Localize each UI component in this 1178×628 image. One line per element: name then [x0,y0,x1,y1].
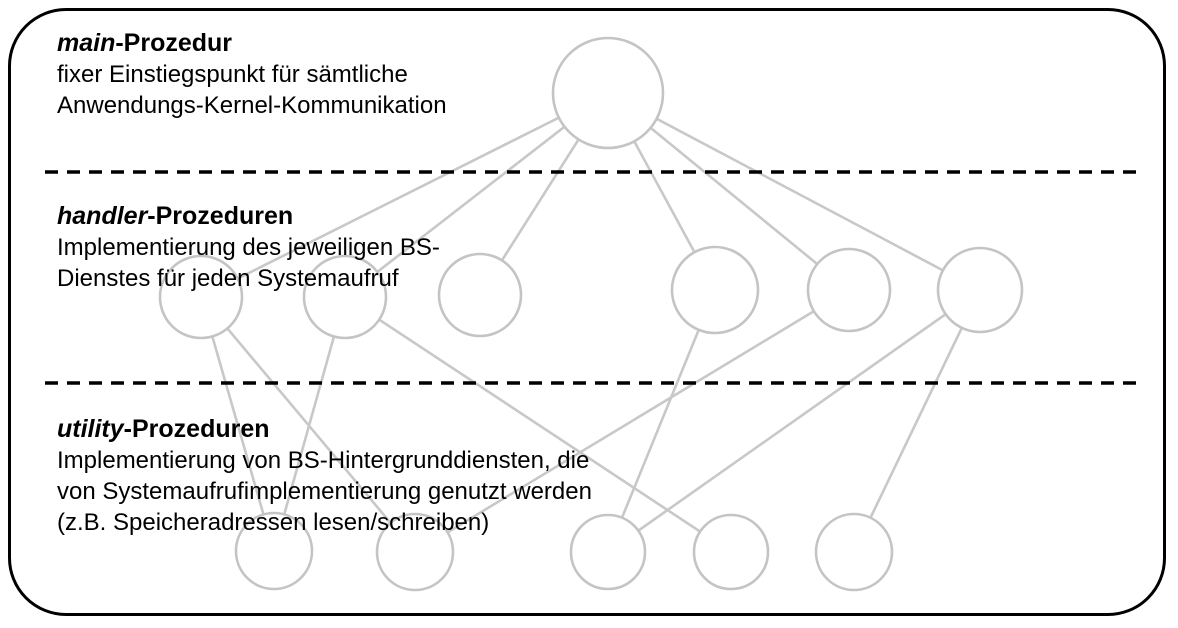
graph-node-u4 [692,513,770,591]
layer-desc-line: Anwendungs-Kernel-Kommunikation [57,92,447,119]
edge-h6-u3 [607,288,981,554]
layer-title-utility: utility-Prozeduren [57,414,592,445]
layer-desc-line: Implementierung des jeweiligen BS- [57,234,440,261]
graph-node-h6 [936,246,1024,334]
layer-desc-line: von Systemaufrufimplementierung genutzt … [57,478,592,505]
node-layer [158,36,1024,592]
layer-title-main: main-Prozedur [57,28,447,59]
layer-label-utility: utility-Prozeduren Implementierung von B… [57,414,592,538]
graph-node-h1 [158,254,244,340]
layer-title-utility-italic: utility [57,415,124,443]
layer-title-main-rest: -Prozedur [115,29,233,57]
graph-node-u2 [375,512,455,592]
graph-node-h4 [670,245,760,335]
layer-title-handler-italic: handler [57,202,148,230]
graph-node-u3 [569,513,647,591]
diagram-frame [8,8,1166,616]
edge-h1-u2 [200,296,416,553]
layer-title-handler: handler-Prozeduren [57,201,440,232]
layer-desc-line: fixer Einstiegspunkt für sämtliche [57,61,408,88]
edge-h2-u1 [272,296,347,552]
edge-h4-u3 [606,289,717,553]
graph-node-h5 [806,247,892,333]
edge-h6-u5 [852,289,982,553]
layer-desc-line: Dienstes für jeden Systemaufruf [57,265,399,292]
layer-title-main-italic: main [57,29,116,57]
layer-label-main: main-Prozedur fixer Einstiegspunkt für s… [57,28,447,121]
edge-layer [199,91,982,554]
edge-h1-u1 [199,296,276,552]
layer-title-handler-rest: -Prozeduren [147,202,294,230]
graph-node-u5 [814,512,894,592]
graph-node-u1 [234,511,314,591]
graph-node-main [551,36,665,150]
edge-main-h1 [200,91,609,299]
layer-title-utility-rest: -Prozeduren [123,415,270,443]
layer-desc-line: Implementierung von BS-Hintergrunddienst… [57,447,590,474]
graph-node-h3 [437,252,523,338]
edge-h5-u2 [414,288,850,554]
layer-separators [45,170,1136,385]
graph-node-h2 [302,254,388,340]
layer-desc-line: (z.B. Speicheradressen lesen/schreiben) [57,509,490,536]
layer-label-handler: handler-Prozeduren Implementierung des j… [57,201,440,294]
edge-main-h6 [607,91,981,292]
